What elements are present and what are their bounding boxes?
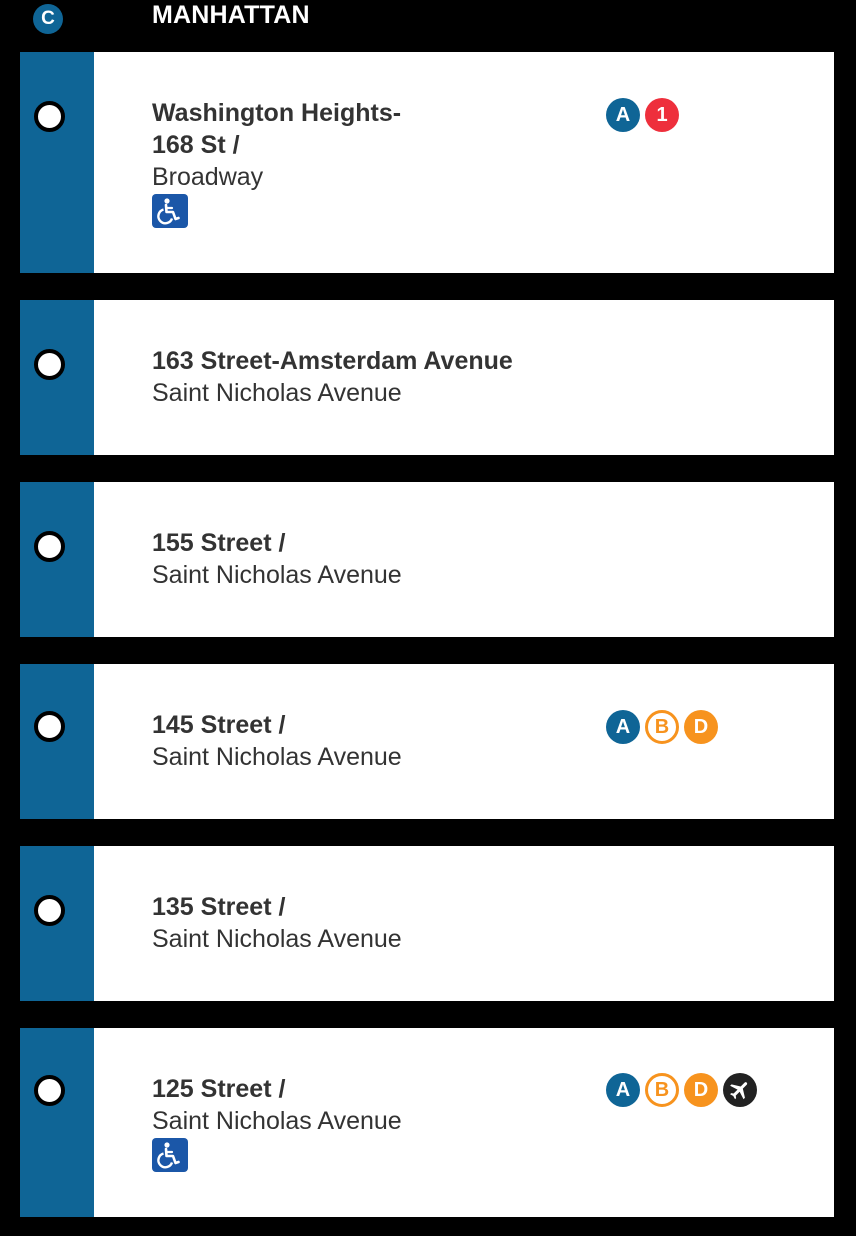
stop-name-line1: 155 Street / [152, 529, 286, 557]
stop-marker-icon [34, 711, 65, 742]
stop-card-163-st[interactable]: 163 Street-Amsterdam Avenue Saint Nichol… [20, 300, 834, 455]
stop-marker-icon [34, 101, 65, 132]
line-strip [20, 52, 94, 273]
d-line-bullet-icon[interactable]: D [684, 1073, 718, 1107]
d-line-bullet-icon[interactable]: D [684, 710, 718, 744]
b-line-bullet-icon[interactable]: B [645, 1073, 679, 1107]
stop-name-line2: 168 St / [152, 131, 240, 159]
stop-card-168-st[interactable]: Washington Heights- 168 St / Broadway A … [20, 52, 834, 273]
a-line-bullet-icon[interactable]: A [606, 1073, 640, 1107]
1-line-bullet-icon[interactable]: 1 [645, 98, 679, 132]
stop-marker-icon [34, 349, 65, 380]
line-strip [20, 1028, 94, 1217]
cross-street: Saint Nicholas Avenue [152, 561, 402, 589]
stop-card-145-st[interactable]: 145 Street / Saint Nicholas Avenue A B D [20, 664, 834, 819]
airplane-icon[interactable] [723, 1073, 757, 1107]
stop-name-line1: 145 Street / [152, 711, 286, 739]
cross-street: Saint Nicholas Avenue [152, 1107, 402, 1135]
stop-card-135-st[interactable]: 135 Street / Saint Nicholas Avenue [20, 846, 834, 1001]
a-line-bullet-icon[interactable]: A [606, 710, 640, 744]
cross-street: Saint Nicholas Avenue [152, 925, 402, 953]
wheelchair-accessible-icon [152, 1138, 188, 1172]
cross-street: Broadway [152, 163, 264, 191]
cross-street: Saint Nicholas Avenue [152, 743, 402, 771]
borough-title: MANHATTAN [152, 1, 310, 29]
stop-marker-icon [34, 531, 65, 562]
c-line-bullet-icon: C [33, 4, 63, 34]
stop-marker-icon [34, 895, 65, 926]
stop-name-line1: 125 Street / [152, 1075, 286, 1103]
stop-card-155-st[interactable]: 155 Street / Saint Nicholas Avenue [20, 482, 834, 637]
stop-marker-icon [34, 1075, 65, 1106]
a-line-bullet-icon[interactable]: A [606, 98, 640, 132]
line-strip [20, 664, 94, 819]
stop-name-line1: Washington Heights- [152, 99, 402, 127]
stop-card-125-st[interactable]: 125 Street / Saint Nicholas Avenue A B D [20, 1028, 834, 1217]
b-line-bullet-icon[interactable]: B [645, 710, 679, 744]
stop-name-line1: 135 Street / [152, 893, 286, 921]
stop-name-line1: 163 Street-Amsterdam Avenue [152, 347, 513, 375]
wheelchair-accessible-icon [152, 194, 188, 228]
line-header: C MANHATTAN [0, 0, 856, 36]
cross-street: Saint Nicholas Avenue [152, 379, 402, 407]
